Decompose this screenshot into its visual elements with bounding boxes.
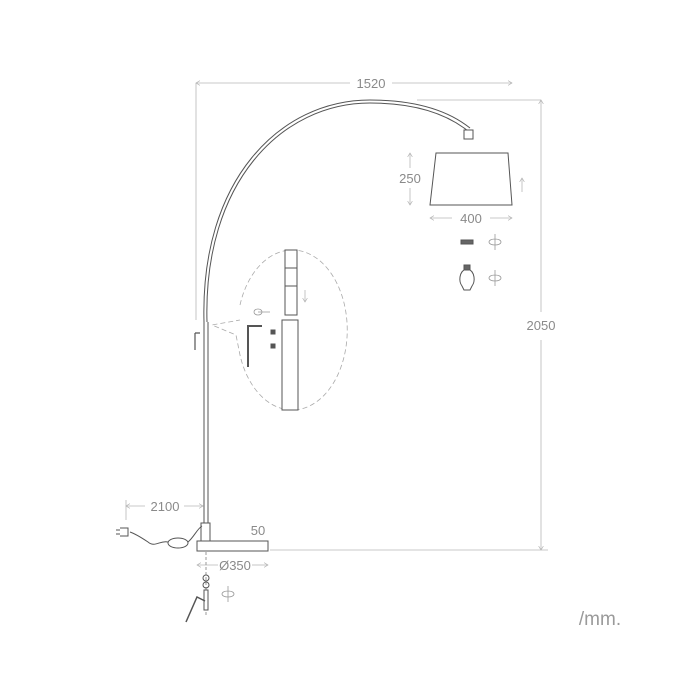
shade-height-label: 250	[399, 171, 421, 186]
lamp-shade	[429, 152, 513, 206]
detail-callout	[210, 249, 348, 411]
plug-icon	[116, 527, 129, 537]
foot-switch	[167, 537, 189, 549]
hex-key-icon	[194, 332, 200, 350]
bulb-icon	[459, 267, 475, 291]
rotate-icon	[488, 234, 502, 286]
screw-icon	[270, 343, 276, 349]
lamp-socket	[463, 129, 474, 140]
base-height-label: 50	[251, 523, 265, 538]
cable-length-label: 2100	[151, 499, 180, 514]
hex-key-icon	[247, 325, 262, 367]
ring-nut-icon	[460, 239, 474, 245]
pole-joint	[284, 249, 298, 316]
shade-width-label: 400	[460, 211, 482, 226]
unit-label: /mm.	[579, 609, 621, 630]
screw-icon	[270, 329, 276, 335]
components	[459, 234, 502, 291]
hex-key-base-icon	[185, 595, 206, 623]
pole-section	[281, 319, 299, 411]
lamp-base	[196, 540, 269, 552]
lamp-drawing	[116, 99, 513, 623]
pole-collar	[200, 522, 211, 542]
base-diameter-label: Ø350	[219, 558, 251, 573]
rotate-icon	[253, 308, 270, 316]
rotate-icon	[221, 586, 235, 602]
arc-width-label: 1520	[357, 76, 386, 91]
dimension-lines	[126, 83, 548, 565]
arc-pole	[203, 99, 471, 323]
total-height-label: 2050	[527, 318, 556, 333]
